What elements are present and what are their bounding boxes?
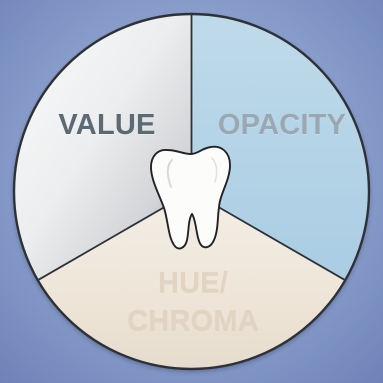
tooth-icon [150, 145, 231, 250]
value-sector [14, 14, 192, 281]
wheel-group [12, 12, 371, 371]
opacity-sector [191, 14, 369, 281]
